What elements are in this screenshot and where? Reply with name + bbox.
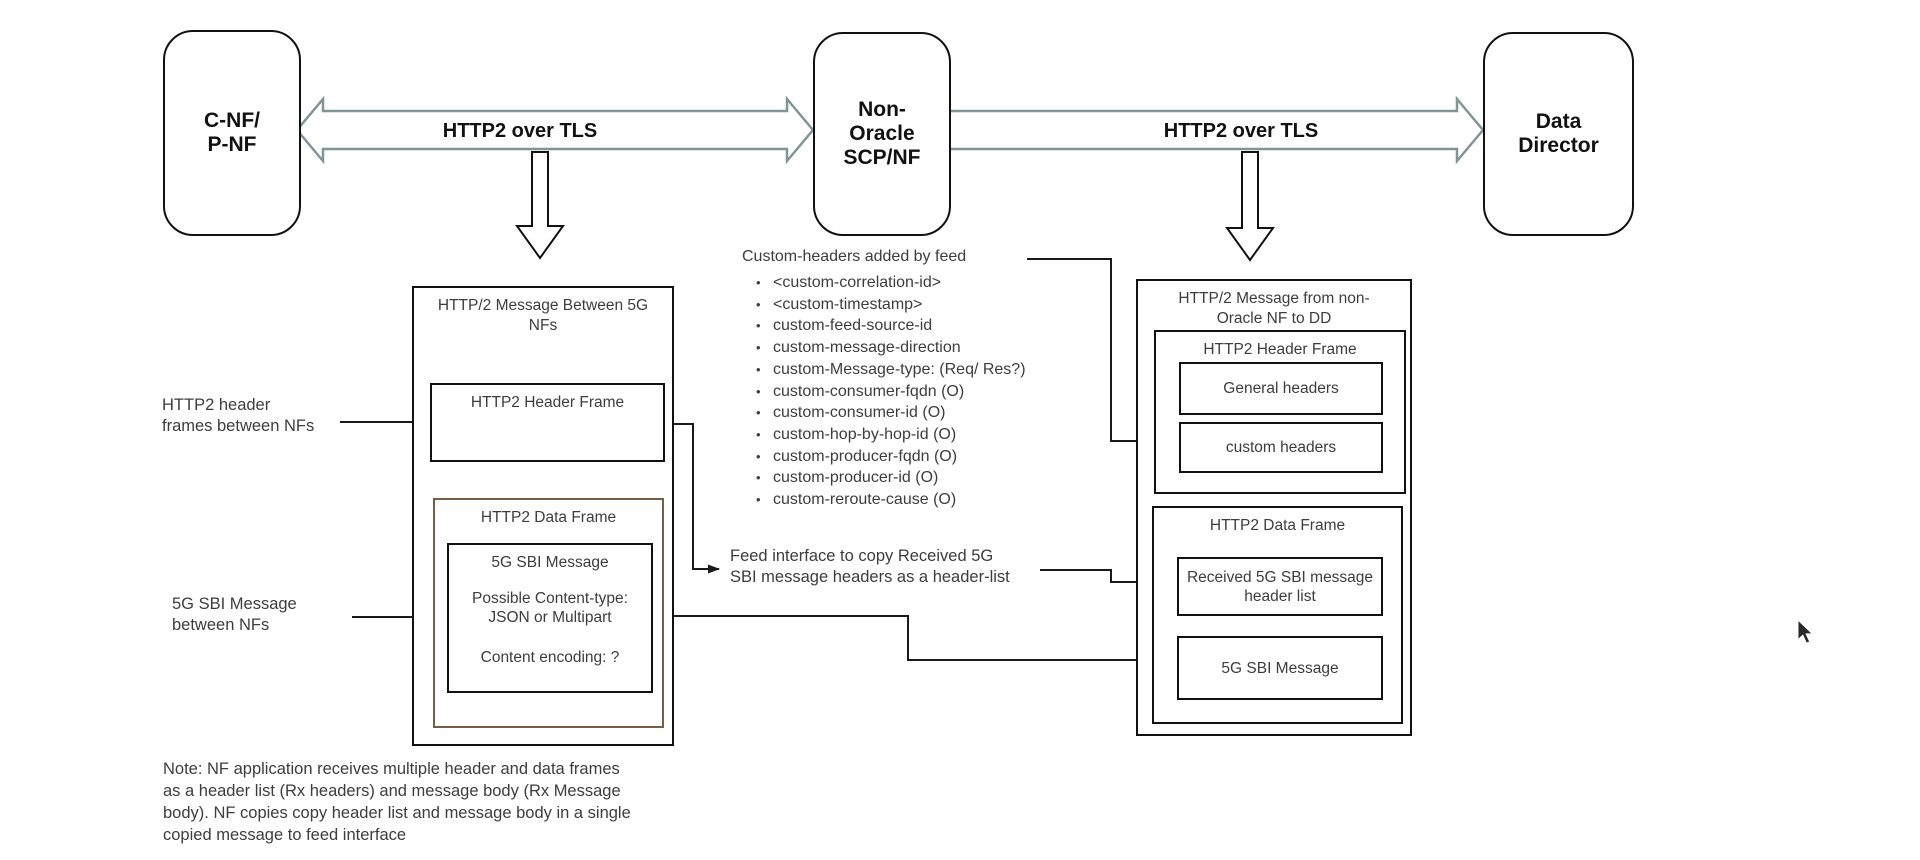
custom-header-item: custom-consumer-fqdn (O) (742, 381, 1072, 403)
custom-headers-list-title: Custom-headers added by feed (742, 248, 967, 265)
right-header-frame-title: HTTP2 Header Frame (1203, 341, 1357, 358)
header-frames-label: HTTP2 header frames between NFs (162, 396, 315, 435)
right-message-box: HTTP/2 Message from non- Oracle NF to DD… (1136, 279, 1412, 736)
node-non-oracle-scp-nf: Non- Oracle SCP/NF (813, 32, 951, 236)
custom-header-item: custom-producer-fqdn (O) (742, 446, 1072, 468)
left-sbi-encoding: Content encoding: ? (480, 649, 620, 666)
custom-header-item: custom-hop-by-hop-id (O) (742, 424, 1072, 446)
left-sbi-title: 5G SBI Message (491, 554, 609, 571)
custom-headers-list: Custom-headers added by feed <custom-cor… (742, 246, 1072, 511)
custom-header-item: custom-reroute-cause (O) (742, 489, 1072, 511)
left-header-frame-title: HTTP2 Header Frame (470, 394, 625, 411)
left-header-frame-box: HTTP2 Header Frame (430, 383, 665, 462)
left-sbi-message-box: 5G SBI Message Possible Content-type: JS… (447, 543, 653, 693)
left-message-box: HTTP/2 Message Between 5G NFs HTTP2 Head… (412, 286, 674, 746)
mouse-cursor (1797, 618, 1814, 644)
right-header-frame-box: HTTP2 Header Frame General headers custo… (1154, 330, 1406, 494)
node-non-oracle-scp-nf-label: Non- Oracle SCP/NF (843, 98, 921, 169)
general-headers-box: General headers (1179, 362, 1383, 415)
left-data-frame-title: HTTP2 Data Frame (480, 509, 617, 526)
down-arrow-left (515, 151, 565, 260)
custom-header-item: <custom-correlation-id> (742, 272, 1072, 294)
tls-label-right: HTTP2 over TLS (1163, 120, 1319, 142)
left-data-frame-box: HTTP2 Data Frame 5G SBI Message Possible… (433, 498, 664, 728)
custom-header-item: <custom-timestamp> (742, 294, 1072, 316)
node-data-director: Data Director (1483, 32, 1634, 236)
right-data-frame-title: HTTP2 Data Frame (1209, 517, 1346, 534)
custom-header-item: custom-message-direction (742, 337, 1072, 359)
note-text: Note: NF application receives multiple h… (163, 760, 631, 844)
tls-label-left: HTTP2 over TLS (442, 120, 598, 142)
right-sbi-message-box: 5G SBI Message (1177, 636, 1383, 700)
custom-header-item: custom-Message-type: (Req/ Res?) (742, 359, 1072, 381)
custom-header-item: custom-producer-id (O) (742, 467, 1072, 489)
left-message-title: HTTP/2 Message Between 5G NFs (437, 297, 649, 334)
custom-header-item: custom-feed-source-id (742, 315, 1072, 337)
connector-sbi-to-sbi (646, 615, 1172, 665)
custom-headers-box: custom headers (1179, 422, 1383, 473)
node-cnf-pnf-label: C-NF/ P-NF (204, 109, 260, 156)
node-cnf-pnf: C-NF/ P-NF (163, 30, 301, 236)
received-header-list-box: Received 5G SBI message header list (1177, 557, 1383, 616)
left-sbi-content-type: Possible Content-type: JSON or Multipart (472, 590, 628, 626)
node-data-director-label: Data Director (1518, 110, 1599, 157)
custom-headers-items: <custom-correlation-id> <custom-timestam… (742, 272, 1072, 511)
sbi-between-label: 5G SBI Message between NFs (172, 595, 297, 634)
right-data-frame-box: HTTP2 Data Frame Received 5G SBI message… (1152, 506, 1403, 724)
custom-header-item: custom-consumer-id (O) (742, 402, 1072, 424)
right-message-title: HTTP/2 Message from non- Oracle NF to DD (1178, 290, 1370, 327)
feed-interface-label: Feed interface to copy Received 5G SBI m… (730, 547, 1010, 586)
down-arrow-right (1225, 151, 1275, 262)
